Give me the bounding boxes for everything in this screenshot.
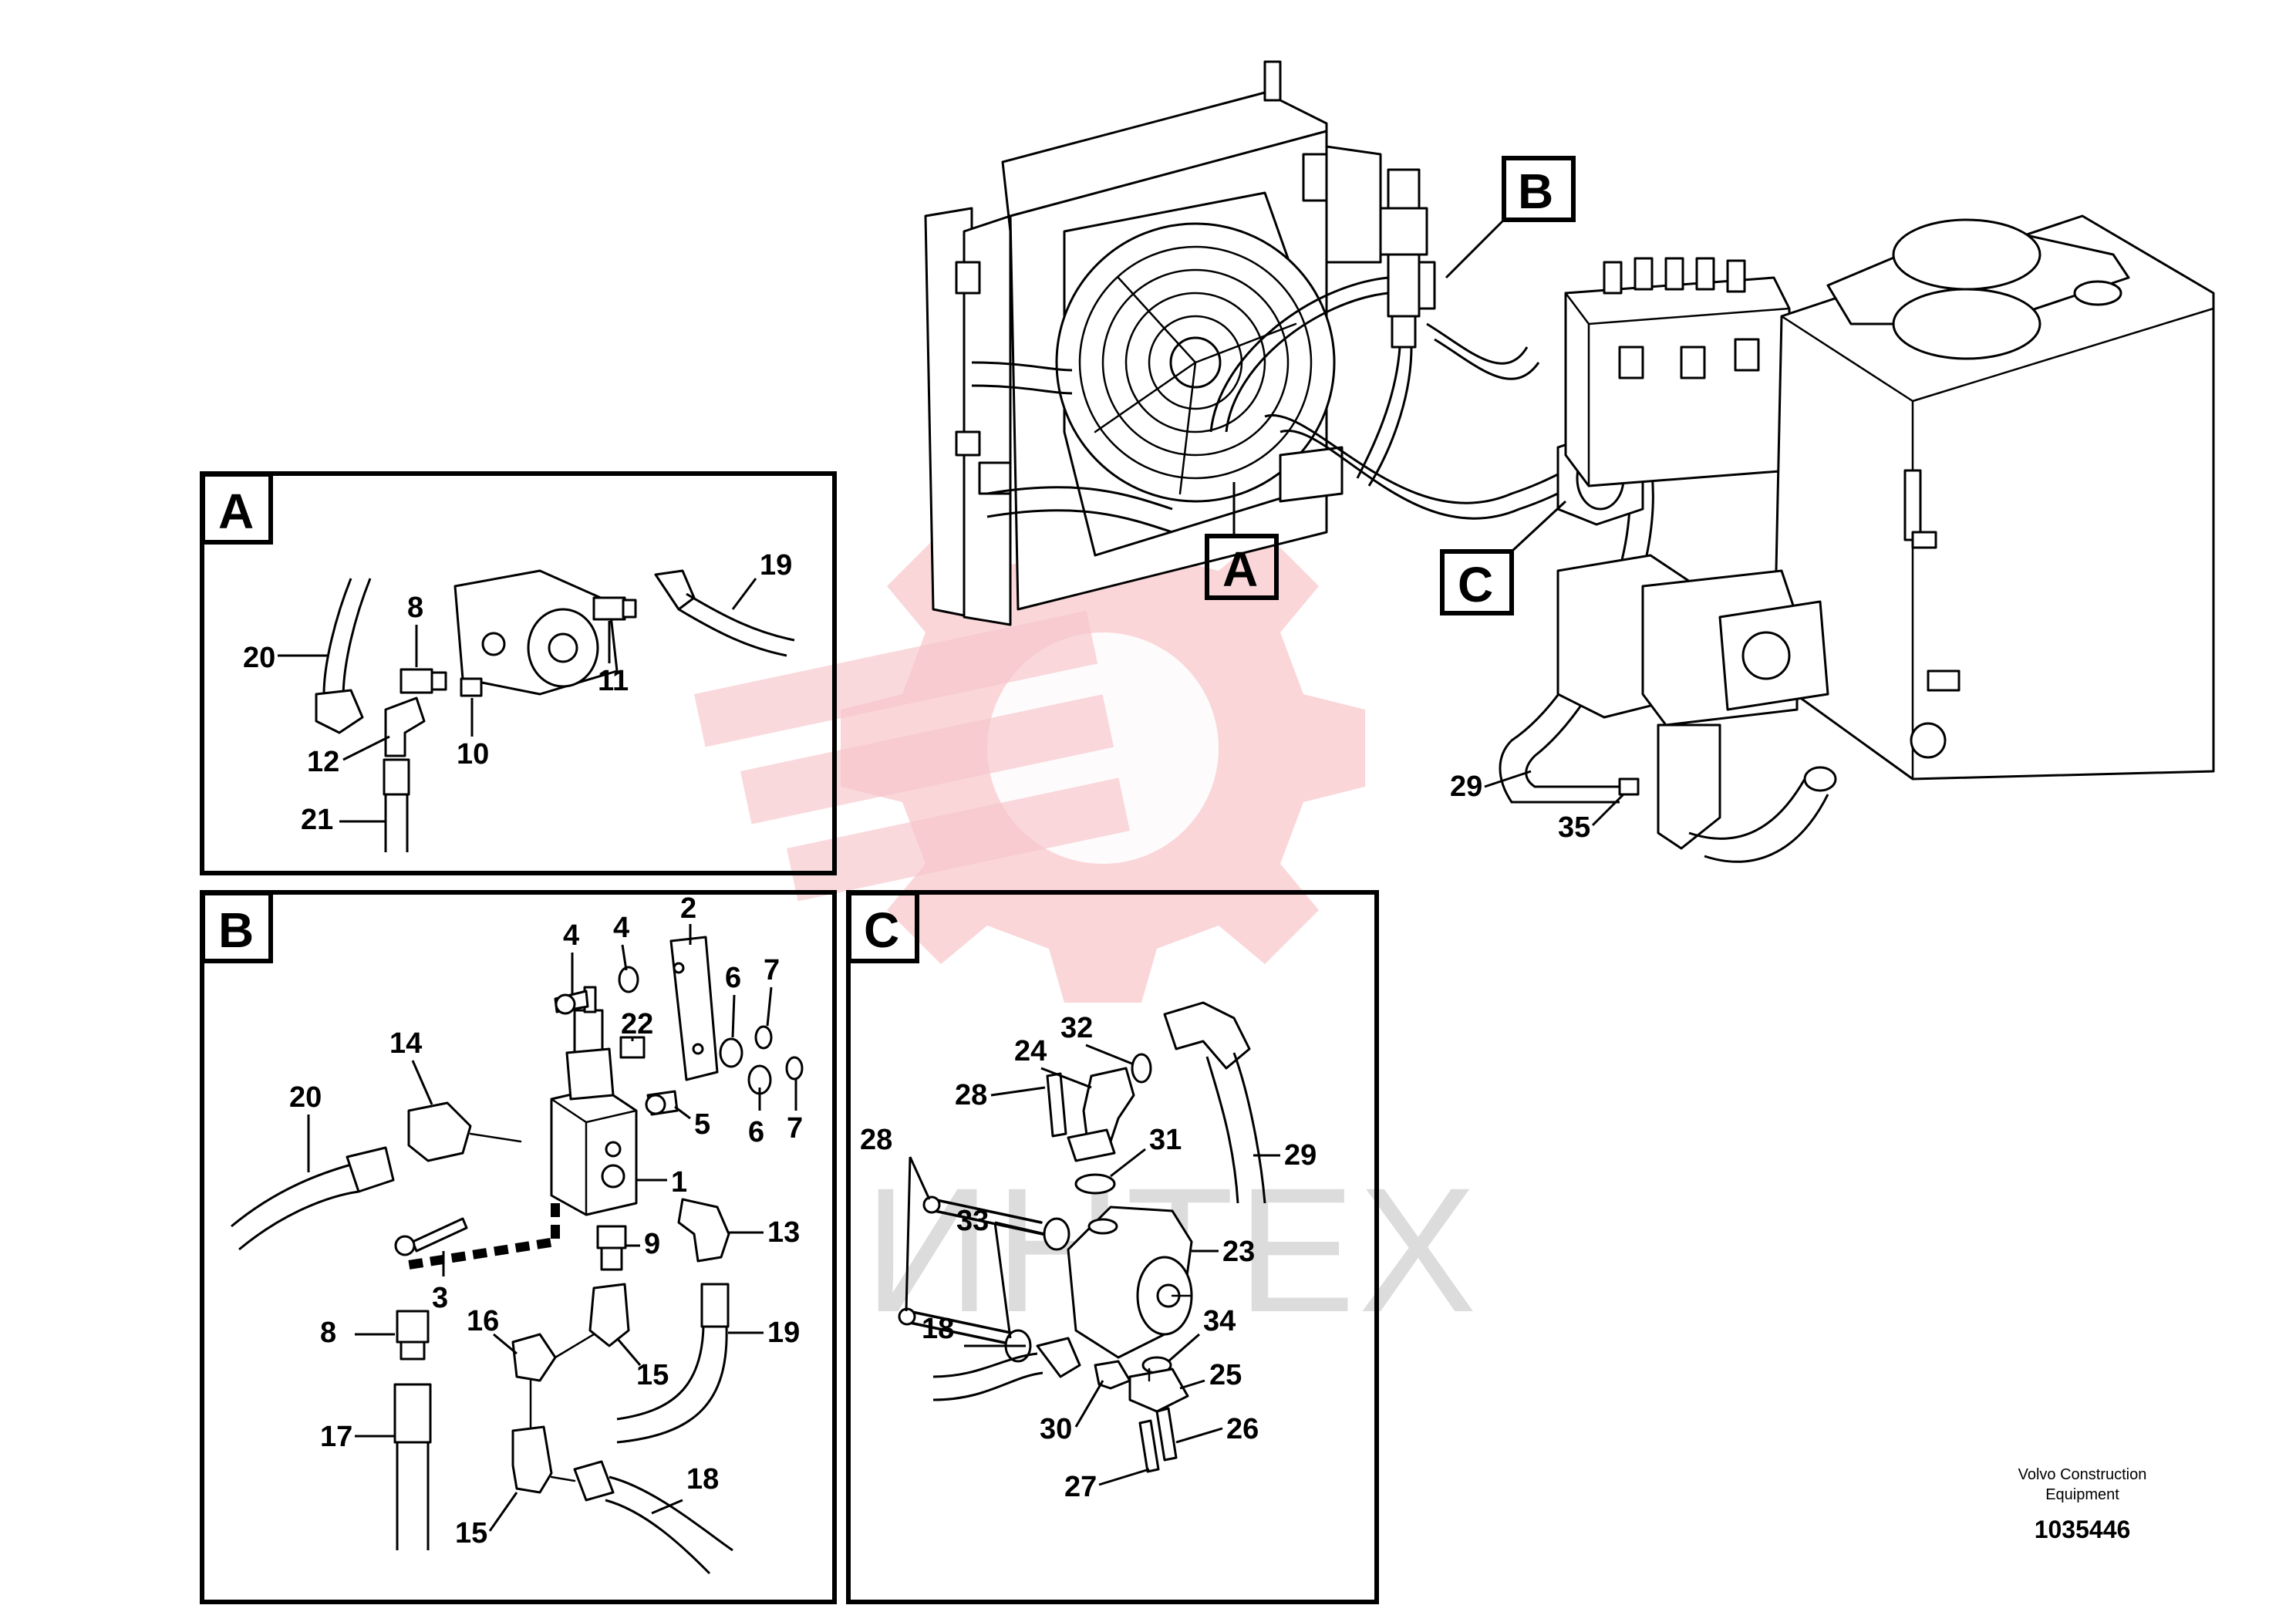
svg-text:8: 8 <box>320 1317 336 1349</box>
valve-assembly-b <box>1379 168 1436 349</box>
svg-text:28: 28 <box>955 1079 987 1111</box>
view-a-label: A <box>218 484 254 539</box>
svg-text:6: 6 <box>748 1116 764 1148</box>
svg-text:15: 15 <box>636 1359 669 1391</box>
svg-text:B: B <box>1518 164 1553 219</box>
svg-text:1: 1 <box>671 1166 687 1199</box>
svg-text:15: 15 <box>455 1517 487 1549</box>
main-assembly-view: B A C 29 35 <box>924 60 2215 863</box>
svg-text:19: 19 <box>767 1317 800 1349</box>
svg-text:27: 27 <box>1064 1471 1097 1503</box>
callout-b: B <box>1445 156 1576 279</box>
view-b-label: B <box>218 902 254 958</box>
svg-text:10: 10 <box>457 738 489 771</box>
svg-text:20: 20 <box>243 642 275 674</box>
view-b-part-labels: 4 4 2 6 7 22 14 20 5 6 7 1 3 9 <box>289 892 803 1549</box>
view-c-part-labels: 32 24 28 28 31 33 23 29 18 34 25 30 26 <box>860 1012 1317 1503</box>
cooler-unit <box>924 60 1382 626</box>
svg-text:4: 4 <box>613 912 629 944</box>
credit-line-2: Equipment <box>2045 1486 2119 1503</box>
svg-text:18: 18 <box>686 1463 719 1496</box>
svg-text:13: 13 <box>767 1216 800 1249</box>
svg-text:29: 29 <box>1284 1139 1317 1172</box>
svg-text:20: 20 <box>289 1081 322 1114</box>
svg-text:6: 6 <box>725 962 741 994</box>
svg-text:5: 5 <box>694 1108 710 1141</box>
svg-text:30: 30 <box>1040 1413 1072 1445</box>
callout-c: C <box>1440 500 1567 615</box>
svg-text:26: 26 <box>1226 1413 1259 1445</box>
watermark: ИНТЕХ <box>693 494 1477 1349</box>
svg-text:25: 25 <box>1209 1359 1242 1391</box>
svg-text:19: 19 <box>760 549 792 582</box>
svg-text:29: 29 <box>1450 771 1482 803</box>
svg-text:C: C <box>1458 557 1493 612</box>
svg-text:24: 24 <box>1014 1035 1047 1067</box>
svg-text:22: 22 <box>621 1008 653 1040</box>
svg-text:17: 17 <box>320 1421 352 1453</box>
hydraulic-tank <box>1772 214 2215 781</box>
svg-text:11: 11 <box>598 665 629 697</box>
fitting-35 <box>1618 777 1640 796</box>
svg-text:21: 21 <box>301 804 333 836</box>
svg-text:4: 4 <box>563 919 579 952</box>
main-pump <box>1556 554 1837 863</box>
svg-text:7: 7 <box>764 954 780 986</box>
svg-text:8: 8 <box>407 592 423 624</box>
svg-text:31: 31 <box>1149 1124 1182 1156</box>
detail-view-c: C <box>846 890 1379 1604</box>
callout-a: A <box>1205 482 1279 600</box>
svg-text:33: 33 <box>956 1205 989 1237</box>
view-a-part-labels: 20 8 12 10 11 19 21 <box>243 549 792 836</box>
svg-text:18: 18 <box>922 1313 954 1345</box>
svg-text:28: 28 <box>860 1124 892 1156</box>
svg-text:35: 35 <box>1558 811 1590 844</box>
svg-text:14: 14 <box>389 1027 422 1060</box>
credit-line-1: Volvo Construction <box>2018 1466 2147 1483</box>
diagram-part-number: 1035446 <box>2035 1516 2131 1543</box>
svg-text:2: 2 <box>680 892 696 925</box>
detail-view-a: A 20 8 12 10 <box>200 471 837 875</box>
svg-text:34: 34 <box>1203 1305 1236 1337</box>
svg-text:7: 7 <box>787 1112 803 1145</box>
svg-text:12: 12 <box>307 746 339 778</box>
svg-text:23: 23 <box>1222 1236 1255 1268</box>
svg-text:32: 32 <box>1060 1012 1093 1044</box>
main-part-labels: 29 35 <box>1450 770 1625 844</box>
svg-text:3: 3 <box>432 1282 448 1314</box>
detail-view-b: B <box>200 890 837 1604</box>
svg-text:A: A <box>1222 541 1258 597</box>
main-control-valve <box>1564 257 1791 487</box>
svg-text:9: 9 <box>644 1228 660 1260</box>
svg-text:16: 16 <box>467 1305 499 1337</box>
credit-block: Volvo Construction Equipment 1035446 <box>2018 1466 2147 1543</box>
hoses-main <box>1209 276 1654 804</box>
view-c-label: C <box>864 902 899 958</box>
